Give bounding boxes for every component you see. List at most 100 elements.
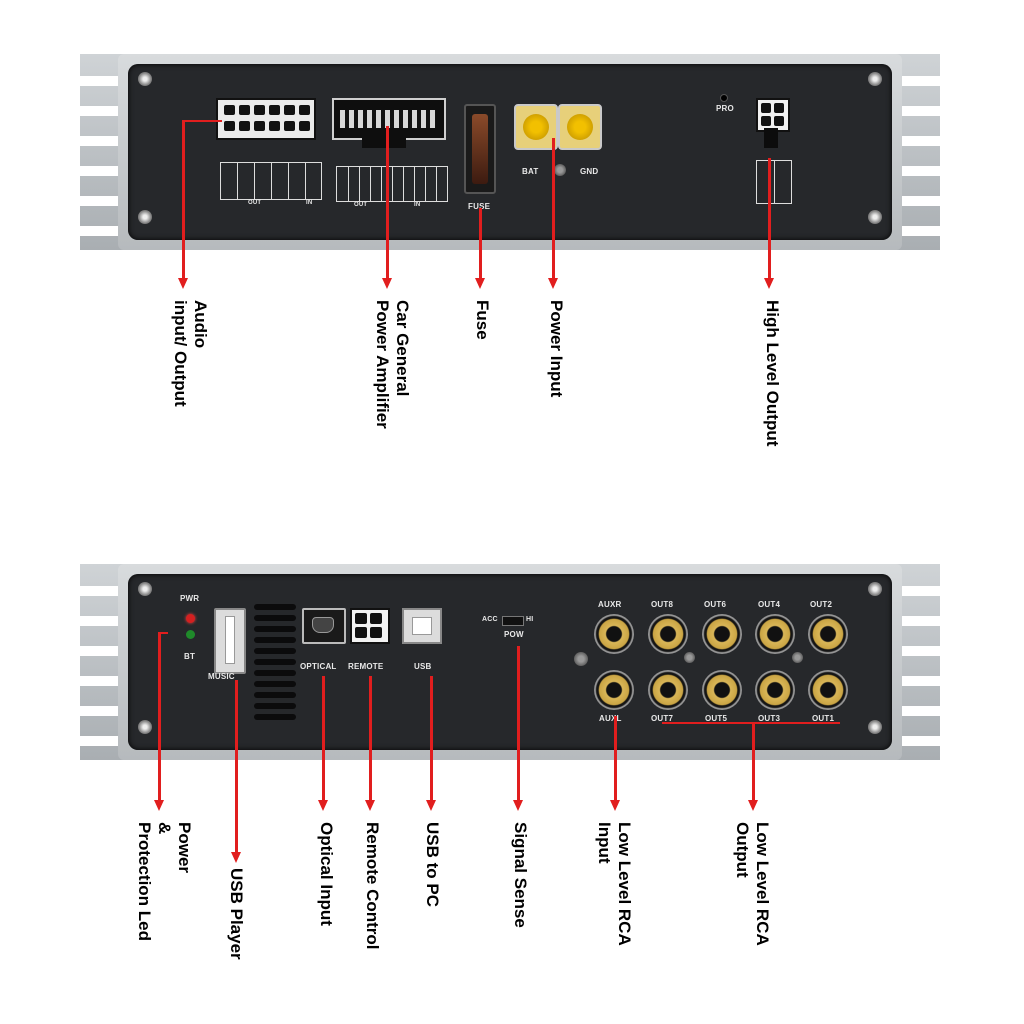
panel-nut [792, 652, 803, 663]
bat-terminal [514, 104, 558, 150]
screw [868, 210, 882, 224]
rca-auxl [594, 670, 634, 710]
callout-low-rca-output-line1: Low Level RCA [753, 822, 772, 946]
amplifier-top-panel: OUT IN OUT IN FUSE BAT GND PRO [80, 54, 940, 250]
usb-b-port [402, 608, 442, 644]
screw [138, 720, 152, 734]
callout-usb-player: USB Player [226, 868, 246, 960]
callout-remote-line1: Remote Control [363, 822, 382, 950]
pwr-led [186, 614, 195, 623]
callout-low-rca-input-line2: Input [595, 822, 614, 864]
screw [138, 582, 152, 596]
callout-car-general-line2: Power Amplifier [373, 300, 392, 429]
car-general-pin-labels [336, 166, 448, 202]
callout-audio-io-line2: input/ Output [171, 300, 190, 407]
signal-sense-switch [502, 616, 524, 626]
callout-remote: Remote Control [362, 822, 382, 950]
silk-pow: POW [504, 630, 524, 639]
silk-out2: OUT2 [810, 600, 833, 609]
callout-usb-player-line1: USB Player [227, 868, 246, 960]
silk-bt: BT [184, 652, 196, 661]
connector-panel: OUT IN OUT IN FUSE BAT GND PRO [128, 64, 892, 240]
silk-music: MUSIC [208, 672, 235, 681]
silk-bat: BAT [522, 167, 539, 176]
high-level-pin-labels [756, 160, 792, 204]
screw [138, 210, 152, 224]
silk-auxl: AUXL [599, 714, 622, 723]
silk-optical: OPTICAL [300, 662, 337, 671]
remote-port [350, 608, 390, 644]
silk-out4: OUT4 [758, 600, 781, 609]
screw [868, 720, 882, 734]
silk-out-2: OUT [354, 202, 368, 208]
rca-out4 [755, 614, 795, 654]
terminal-led [554, 164, 566, 176]
callout-fuse: Fuse [472, 300, 492, 340]
callout-power-input-line1: Power Input [547, 300, 566, 398]
silk-out1: OUT1 [812, 714, 835, 723]
callout-signal-sense: Signal Sense [510, 822, 530, 928]
rca-out1 [808, 670, 848, 710]
callout-power-led-line2: & [155, 822, 174, 835]
silk-pro: PRO [716, 104, 734, 113]
ventilation-slots [254, 604, 296, 720]
optical-port [302, 608, 346, 644]
callout-high-level: High Level Output [762, 300, 782, 446]
silk-auxr: AUXR [598, 600, 622, 609]
rca-out3 [755, 670, 795, 710]
high-level-output-connector [756, 98, 790, 132]
silk-in: IN [306, 200, 313, 206]
rca-out6 [702, 614, 742, 654]
callout-audio-io: Audio input/ Output [170, 300, 210, 407]
silk-out5: OUT5 [705, 714, 728, 723]
screw [138, 72, 152, 86]
gnd-terminal [558, 104, 602, 150]
usb-a-port [214, 608, 246, 674]
callout-usb-pc: USB to PC [422, 822, 442, 907]
silk-usb: USB [414, 662, 432, 671]
callout-power-led: Power & Protection Led [134, 822, 194, 941]
callout-optical: Optical Input [316, 822, 336, 926]
rca-out5 [702, 670, 742, 710]
screw [868, 582, 882, 596]
silk-hi: HI [526, 616, 534, 623]
silk-pwr: PWR [180, 594, 200, 603]
callout-low-rca-input-line1: Low Level RCA [615, 822, 634, 946]
screw [868, 72, 882, 86]
silk-acc: ACC [482, 616, 498, 623]
silk-out: OUT [248, 200, 262, 206]
car-general-connector [332, 98, 446, 140]
silk-remote: REMOTE [348, 662, 384, 671]
bt-led [186, 630, 195, 639]
rca-out2 [808, 614, 848, 654]
callout-signal-sense-line1: Signal Sense [511, 822, 530, 928]
callout-low-rca-input: Low Level RCA Input [594, 822, 634, 946]
rca-auxr [594, 614, 634, 654]
callout-low-rca-output-line2: Output [733, 822, 752, 878]
callout-low-rca-output: Low Level RCA Output [732, 822, 772, 946]
panel-nut [684, 652, 695, 663]
panel-nut [574, 652, 588, 666]
audio-io-pin-labels [220, 162, 322, 200]
callout-power-led-line1: Power [175, 822, 194, 874]
silk-gnd: GND [580, 167, 599, 176]
silk-fuse: FUSE [468, 202, 491, 211]
callout-optical-line1: Optical Input [317, 822, 336, 926]
callout-usb-pc-line1: USB to PC [423, 822, 442, 907]
silk-out7: OUT7 [651, 714, 674, 723]
rca-out8 [648, 614, 688, 654]
io-panel: PWR BT MUSIC OPTICAL REMOTE USB ACC HI P… [128, 574, 892, 750]
callout-power-input: Power Input [546, 300, 566, 397]
silk-out8: OUT8 [651, 600, 674, 609]
silk-in-2: IN [414, 202, 421, 208]
callout-audio-io-line1: Audio [191, 300, 210, 349]
fuse [464, 104, 496, 194]
callout-power-led-line3: Protection Led [135, 822, 154, 942]
amplifier-bottom-panel: PWR BT MUSIC OPTICAL REMOTE USB ACC HI P… [80, 564, 940, 760]
audio-io-connector [216, 98, 316, 140]
rca-out7 [648, 670, 688, 710]
callout-fuse-line1: Fuse [473, 300, 492, 340]
callout-car-general-line1: Car General [393, 300, 412, 397]
silk-out3: OUT3 [758, 714, 781, 723]
callout-car-general: Car General Power Amplifier [372, 300, 412, 429]
